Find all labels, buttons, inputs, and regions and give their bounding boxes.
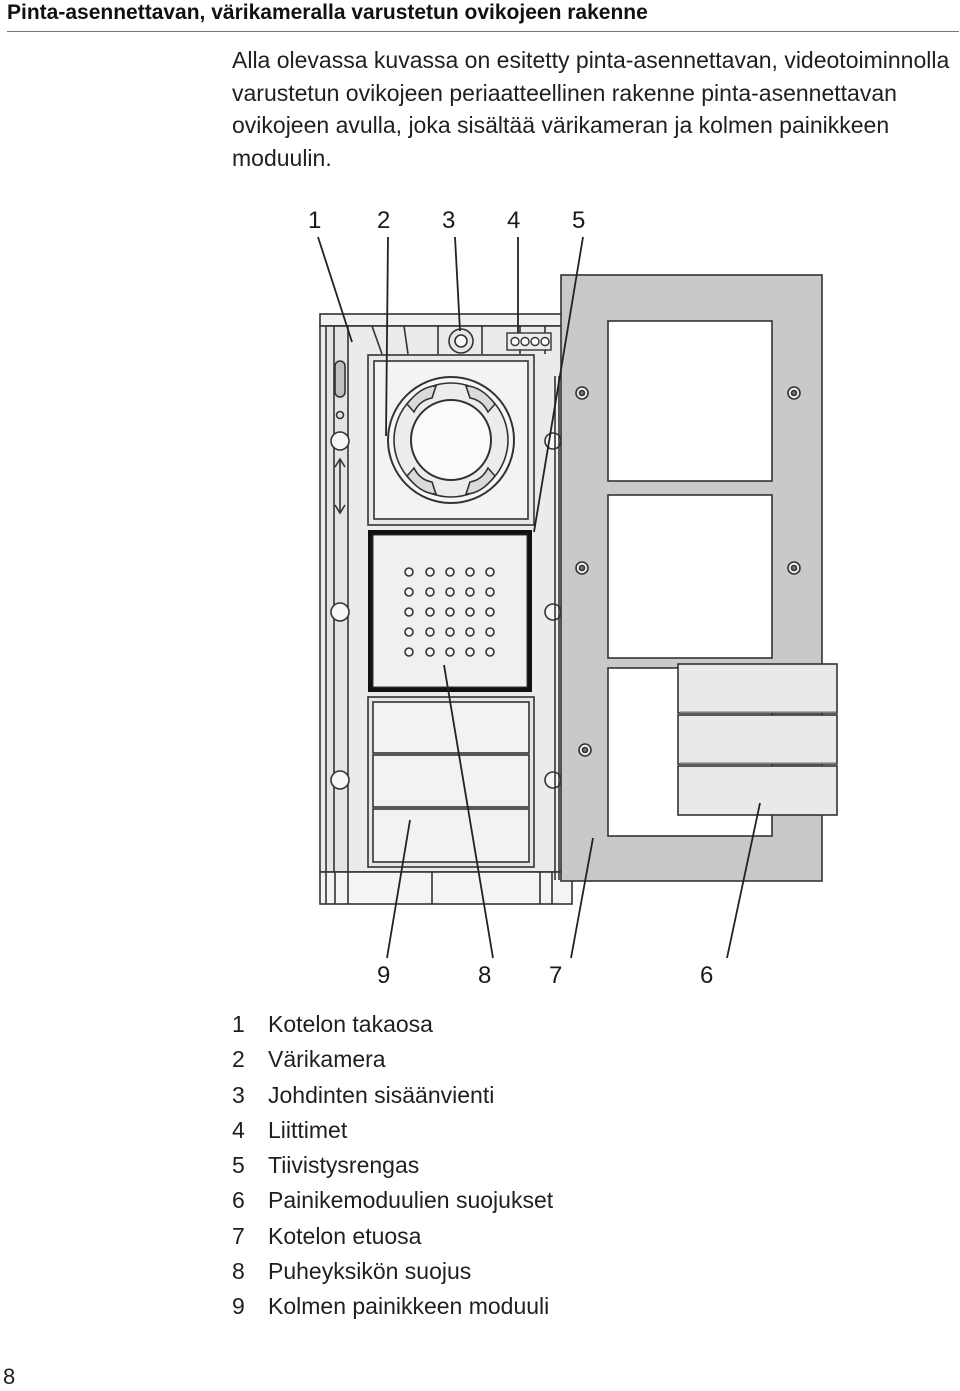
- parts-legend: 1 Kotelon takaosa 2 Värikamera 3 Johdinten …: [232, 1007, 553, 1325]
- callout-numbers-bottom: 9 8 7 6: [377, 962, 713, 989]
- legend-number: 9: [232, 1293, 245, 1320]
- callout-4: 4: [507, 207, 520, 234]
- legend-item: 7 Kotelon etuosa: [232, 1219, 553, 1254]
- legend-label: Kolmen painikkeen moduuli: [268, 1293, 550, 1320]
- legend-number: 2: [232, 1046, 245, 1073]
- callout-7: 7: [549, 962, 562, 989]
- callout-6: 6: [700, 962, 713, 989]
- legend-number: 5: [232, 1152, 245, 1179]
- legend-label: Värikamera: [268, 1046, 386, 1073]
- legend-label: Puheyksikön suojus: [268, 1258, 472, 1285]
- legend-label: Johdinten sisäänvienti: [268, 1081, 495, 1108]
- legend-item: 4 Liittimet: [232, 1113, 553, 1148]
- callout-1: 1: [308, 207, 321, 234]
- three-button-module: [367, 696, 535, 868]
- legend-label: Painikemoduulien suojukset: [268, 1187, 554, 1214]
- legend-item: 6 Painikemoduulien suojukset: [232, 1183, 553, 1218]
- legend-number: 3: [232, 1081, 245, 1108]
- speech-unit-cover: [368, 530, 532, 692]
- speaker-grille: [404, 567, 495, 657]
- callout-3: 3: [442, 207, 455, 234]
- legend-label: Tiivistysrengas: [268, 1152, 420, 1179]
- page-title: Pinta-asennettavan, värikameralla varust…: [7, 1, 648, 24]
- legend-label: Liittimet: [268, 1116, 348, 1143]
- cable-entry-grommet: [448, 328, 474, 354]
- intro-paragraph: Alla olevassa kuvassa on esitetty pinta-…: [232, 47, 950, 171]
- sealing-ring: [554, 376, 560, 880]
- legend-number: 6: [232, 1187, 245, 1214]
- callout-5: 5: [572, 207, 585, 234]
- legend-item: 2 Värikamera: [232, 1042, 553, 1077]
- heading-rule: [7, 31, 959, 32]
- callout-numbers-top: 1 2 3 4 5: [308, 207, 585, 234]
- legend-label: Kotelon takaosa: [268, 1011, 433, 1037]
- legend-number: 7: [232, 1222, 245, 1249]
- legend-item: 8 Puheyksikön suojus: [232, 1254, 553, 1289]
- legend-item: 5 Tiivistysrengas: [232, 1148, 553, 1183]
- legend-number: 4: [232, 1116, 245, 1143]
- callout-9: 9: [377, 962, 390, 989]
- legend-item: 1 Kotelon takaosa: [232, 1007, 553, 1042]
- callout-8: 8: [478, 962, 491, 989]
- leader-lines: [317, 236, 761, 959]
- legend-label: Kotelon etuosa: [268, 1222, 422, 1249]
- legend-item: 9 Kolmen painikkeen moduuli: [232, 1289, 553, 1324]
- callout-2: 2: [377, 207, 390, 234]
- terminal-block: [506, 332, 552, 351]
- legend-item: 3 Johdinten sisäänvienti: [232, 1078, 553, 1113]
- legend-number: 1: [232, 1011, 245, 1037]
- page-number: 8: [3, 1364, 16, 1389]
- button-module-covers: [677, 663, 838, 816]
- front-screws: [575, 386, 801, 757]
- color-camera-module: [367, 354, 535, 526]
- legend-number: 8: [232, 1258, 245, 1285]
